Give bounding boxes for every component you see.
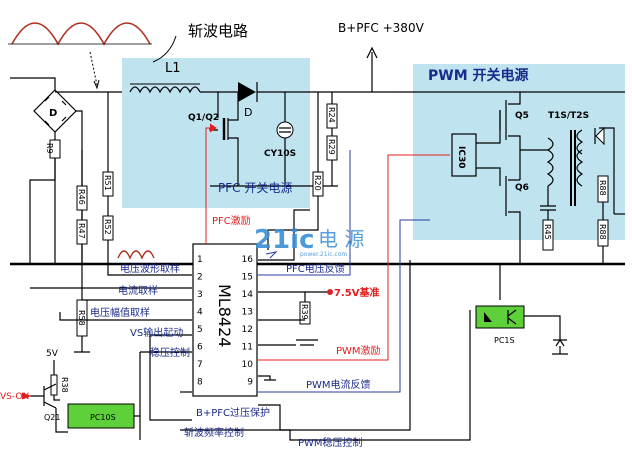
t-5v-label: 5V — [46, 349, 59, 359]
t-l1-label: L1 — [165, 61, 181, 76]
pin-3: 3 — [197, 290, 203, 300]
ic-name-label: ML8424 — [215, 284, 234, 347]
pin-10: 10 — [242, 360, 254, 370]
t-t1s-label: T1S/T2S — [548, 111, 589, 121]
t-q21-label: Q21 — [44, 413, 60, 422]
t-q6-label: Q6 — [515, 183, 529, 193]
pin-1: 1 — [197, 255, 203, 265]
f-pwmreg-label: PWM稳压控制 — [298, 436, 363, 449]
t-pwm-label: PWM 开关电源 — [428, 67, 529, 84]
t-bpfc-label: B+PFC +380V — [338, 21, 425, 35]
f-ovp-label: B+PFC过压保护 — [196, 406, 270, 419]
t-cy-label: CY10S — [264, 149, 296, 159]
r-58-label: R58 — [77, 310, 86, 326]
pin-4: 4 — [197, 308, 203, 318]
wm-url-label: power.21ic.com — [300, 251, 347, 258]
pin-13: 13 — [242, 308, 253, 318]
t-pc10s-label: PC10S — [90, 413, 116, 422]
inductor-l1 — [129, 86, 201, 94]
f-vs-label: VS输出起动 — [130, 326, 183, 339]
t-d-label: D — [244, 106, 252, 119]
r-47-label: R47 — [77, 223, 86, 239]
f-pfcdrive-label: PFC激励 — [212, 214, 251, 227]
r-88b-label: R88 — [598, 224, 607, 240]
bridge-d-label: D — [49, 108, 57, 119]
t-vson-label: VS-ON — [0, 392, 29, 402]
r-46-label: R46 — [77, 189, 86, 205]
r-9-label: R9 — [45, 143, 54, 154]
t-pfc-label: PFC 开关电源 — [218, 181, 292, 195]
optocoupler-pc1s — [475, 305, 525, 329]
t-title-label: 斩波电路 — [188, 22, 248, 40]
f-ref-label: 7.5V基准 — [334, 286, 379, 299]
r-24-label: R24 — [327, 107, 336, 123]
f-vwave-label: 电压波形取样 — [120, 262, 180, 275]
optocoupler-pc10s — [67, 403, 135, 429]
pin-9: 9 — [247, 378, 253, 388]
t-ic30-label: IC30 — [456, 146, 466, 168]
r-52-label: R52 — [103, 219, 112, 235]
wm-big-label: 21ic — [254, 225, 315, 255]
pin-15: 15 — [242, 273, 253, 283]
r-20-label: R20 — [313, 175, 322, 191]
f-pfcfb-label: PFC电压反馈 — [286, 262, 345, 275]
f-freq-label: 斩波频率控制 — [184, 426, 244, 439]
r-38-label: R38 — [60, 377, 69, 393]
t-pc1s-label: PC1S — [494, 336, 515, 345]
pwm-block — [413, 64, 625, 240]
pin-2: 2 — [197, 273, 203, 283]
pin-12: 12 — [242, 325, 253, 335]
r-39-label: R39 — [300, 304, 309, 320]
pin-11: 11 — [242, 343, 253, 353]
r-45-label: R45 — [543, 224, 552, 240]
f-vamp-label: 电压幅值取样 — [90, 306, 150, 319]
pin-16: 16 — [242, 255, 254, 265]
f-isense-label: 电流取样 — [118, 284, 158, 297]
ic-ml8424 — [192, 243, 258, 397]
r-88a-label: R88 — [598, 180, 607, 196]
t-q5-label: Q5 — [515, 111, 529, 121]
wm-cn-label: 电 源 — [318, 227, 364, 251]
r-51-label: R51 — [103, 175, 112, 191]
pin-14: 14 — [242, 290, 254, 300]
r-29-label: R29 — [327, 139, 336, 155]
pin-8: 8 — [197, 378, 203, 388]
bridge-rectifier: D — [33, 89, 77, 133]
pin-5: 5 — [197, 325, 203, 335]
t-q1-label: Q1/Q2 — [188, 113, 219, 123]
pin-6: 6 — [197, 343, 203, 353]
boost-diode — [238, 82, 256, 102]
f-reg-label: 稳压控制 — [150, 346, 190, 359]
waveform-top — [11, 22, 151, 46]
f-pwmdrive-label: PWM激励 — [336, 344, 381, 357]
pin-7: 7 — [197, 360, 203, 370]
f-pwmifb-label: PWM电流反馈 — [306, 378, 371, 391]
